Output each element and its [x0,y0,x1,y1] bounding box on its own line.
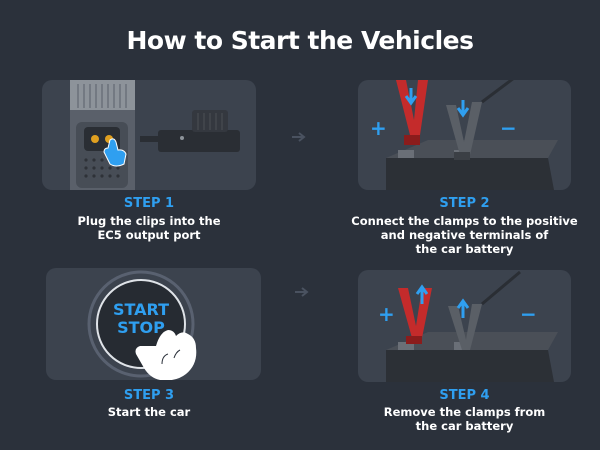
negative-sign: − [520,302,537,326]
step4-label: STEP 4 [439,388,490,403]
step1-illustration [42,80,256,190]
step2-description: Connect the clamps to the positive and n… [351,214,578,256]
step2-illustration: + − [358,80,571,190]
positive-sign: + [370,116,387,140]
negative-sign: − [500,116,517,140]
clamps-remove-battery-illustration [386,270,558,382]
start-button-text: START STOP [112,300,170,337]
step3-illustration: START STOP [46,268,261,380]
positive-sign: + [378,302,395,326]
jump-starter-ec5-illustration [70,80,240,190]
arrow-right-icon [295,287,309,297]
step3-description: Start the car [107,405,191,419]
step1-description: Plug the clips into the EC5 output port [77,214,221,242]
arrow-right-icon [292,132,306,142]
step1-label: STEP 1 [123,196,175,211]
page-title: How to Start the Vehicles [126,26,474,55]
start-stop-button-illustration [87,270,197,380]
step4-description: Remove the clamps from the car battery [383,405,546,433]
step2-label: STEP 2 [439,196,490,211]
clamps-connect-battery-illustration [386,80,558,190]
step3-label: STEP 3 [123,388,175,403]
step4-illustration: + − [358,270,571,382]
